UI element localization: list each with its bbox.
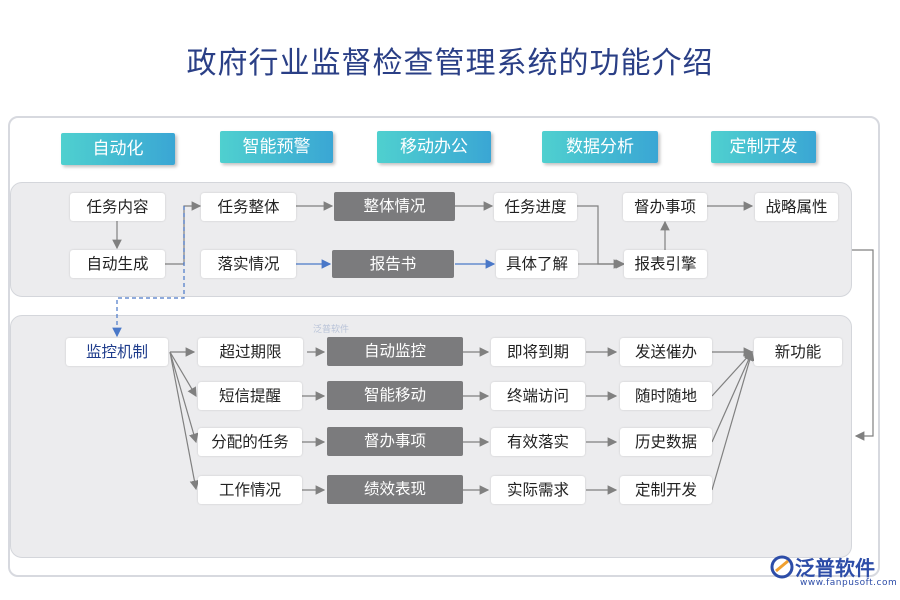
watermark: 泛普软件	[313, 325, 350, 335]
node-sms-alert: 短信提醒	[198, 382, 302, 410]
node-work-status: 工作情况	[198, 476, 302, 504]
node-strategic-attr: 战略属性	[755, 193, 838, 221]
node-task-progress: 任务进度	[494, 193, 577, 221]
node-implementation: 落实情况	[201, 250, 296, 278]
feature-custom-dev: 定制开发	[711, 131, 816, 163]
node-history-data: 历史数据	[620, 428, 712, 456]
node-overall-status: 整体情况	[334, 192, 455, 221]
node-auto-generate: 自动生成	[70, 250, 165, 278]
feature-smart-alert: 智能预警	[220, 131, 333, 163]
node-detail-understanding: 具体了解	[496, 250, 578, 278]
node-due-soon: 即将到期	[491, 338, 585, 366]
node-custom-development: 定制开发	[620, 476, 712, 504]
node-terminal-access: 终端访问	[491, 382, 585, 410]
node-report: 报告书	[332, 250, 454, 278]
node-performance: 绩效表现	[327, 475, 463, 504]
node-supervision-matters: 督办事项	[327, 427, 463, 456]
logo-name: 泛普软件	[795, 556, 875, 580]
node-send-reminder: 发送催办	[620, 338, 712, 366]
node-anytime-anywhere: 随时随地	[620, 382, 712, 410]
node-smart-mobile: 智能移动	[327, 381, 463, 410]
feature-mobile-office: 移动办公	[377, 131, 491, 163]
node-auto-monitor: 自动监控	[327, 337, 463, 366]
node-assigned-tasks: 分配的任务	[198, 428, 302, 456]
node-monitoring-mechanism: 监控机制	[66, 338, 168, 366]
page-title: 政府行业监督检查管理系统的功能介绍	[186, 46, 714, 81]
node-report-engine: 报表引擎	[624, 250, 707, 278]
node-actual-needs: 实际需求	[491, 476, 585, 504]
node-new-feature: 新功能	[754, 338, 842, 366]
node-overdue: 超过期限	[198, 338, 303, 366]
feature-automation: 自动化	[61, 133, 175, 165]
fanpu-logo-icon	[770, 555, 794, 579]
node-effective-implementation: 有效落实	[491, 428, 585, 456]
node-task-overall: 任务整体	[201, 193, 296, 221]
feature-data-analysis: 数据分析	[542, 131, 658, 163]
node-supervision-items: 督办事项	[623, 193, 707, 221]
logo-url: www.fanpusoft.com	[800, 578, 898, 588]
node-task-content: 任务内容	[70, 193, 165, 221]
